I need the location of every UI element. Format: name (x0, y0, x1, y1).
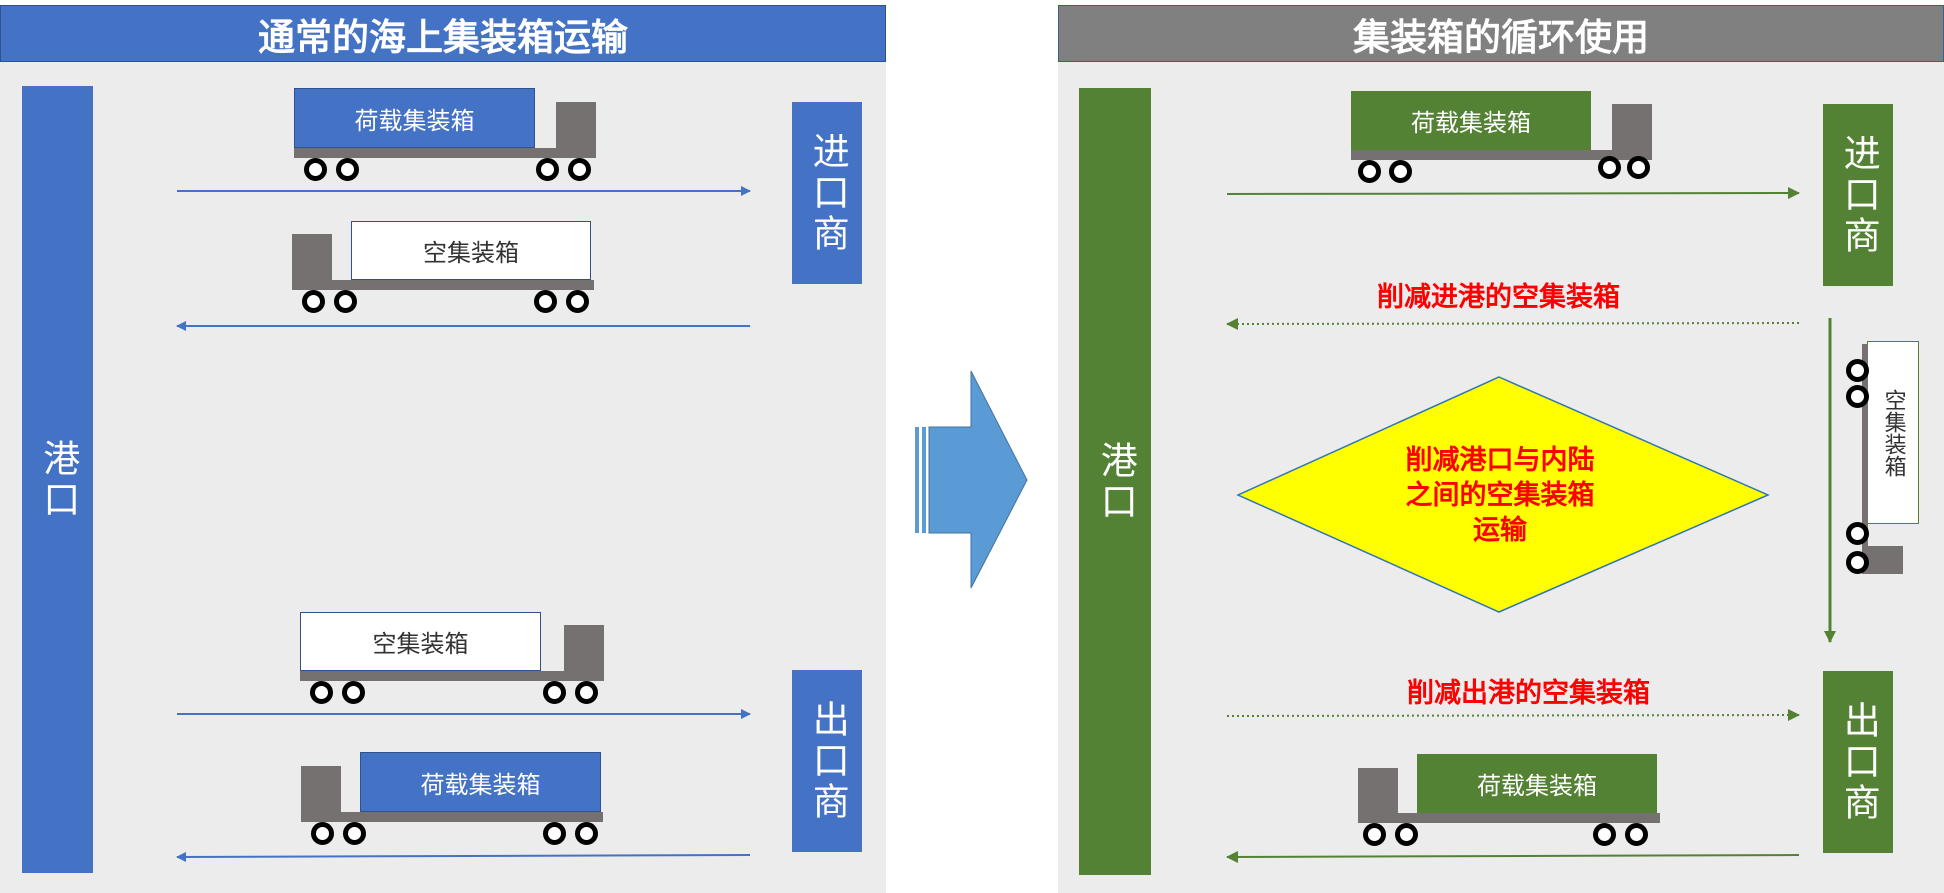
wheel (568, 158, 591, 181)
left-truck-4-chassis (301, 812, 603, 822)
wheel (311, 822, 334, 845)
wheel (1846, 551, 1869, 574)
wheel (1625, 823, 1648, 846)
right-arrow-outbound-dotted (1226, 709, 1800, 722)
right-panel-title: 集装箱的循环使用 (1058, 5, 1944, 62)
left-port-bar: 港口 (22, 86, 93, 873)
right-arrow-to-port (1226, 850, 1800, 863)
right-exporter-label: 出口商 (1837, 700, 1881, 824)
right-truck-bottom-container: 荷载集装箱 (1417, 754, 1657, 813)
right-port-label: 港口 (1094, 440, 1138, 523)
left-importer-bar: 进口商 (792, 102, 862, 284)
left-importer-label: 进口商 (806, 131, 850, 255)
wheel (1358, 160, 1381, 183)
note-reduce-outbound-empty: 削减出港的空集装箱 (1407, 678, 1650, 709)
right-truck-top-chassis (1351, 150, 1652, 160)
wheel (342, 681, 365, 704)
left-truck-2-container: 空集装箱 (351, 221, 591, 280)
diamond-text-line-2: 之间的空集装箱 (1406, 479, 1595, 511)
wheel (566, 290, 589, 313)
wheel (534, 290, 557, 313)
wheel (543, 681, 566, 704)
left-truck-2-chassis (292, 280, 594, 290)
right-exporter-bar: 出口商 (1823, 671, 1893, 853)
left-panel-title: 通常的海上集装箱运输 (0, 5, 886, 62)
wheel (310, 681, 333, 704)
wheel (1846, 385, 1869, 408)
wheel (1395, 823, 1418, 846)
right-truck-bottom-cab (1358, 768, 1398, 813)
wheel (575, 681, 598, 704)
wheel (1593, 823, 1616, 846)
left-exporter-bar: 出口商 (792, 670, 862, 852)
diamond-text-line-3: 运输 (1473, 514, 1528, 546)
left-truck-1-cab (556, 102, 596, 148)
right-arrow-to-importer (1226, 187, 1800, 200)
right-truck-vertical-chassis (1862, 344, 1868, 574)
left-arrow-to-port-loaded (176, 851, 751, 862)
right-truck-bottom-chassis (1358, 813, 1660, 823)
left-exporter-label: 出口商 (806, 699, 850, 823)
wheel (302, 290, 325, 313)
left-truck-3-container: 空集装箱 (300, 612, 541, 671)
wheel (536, 158, 559, 181)
left-truck-1-container: 荷载集装箱 (294, 88, 535, 148)
wheel (1846, 522, 1869, 545)
left-truck-4-cab (301, 766, 341, 812)
right-importer-label: 进口商 (1837, 133, 1881, 257)
right-port-bar: 港口 (1079, 88, 1151, 875)
note-reduce-inbound-empty: 削减进港的空集装箱 (1377, 282, 1620, 313)
wheel (1627, 156, 1650, 179)
left-truck-3-chassis (300, 671, 604, 681)
right-truck-vertical-cab (1867, 546, 1903, 574)
wheel (1363, 823, 1386, 846)
left-truck-2-cab (292, 234, 332, 280)
wheel (1598, 156, 1621, 179)
wheel (575, 822, 598, 845)
left-truck-3-cab (564, 625, 604, 671)
wheel (343, 822, 366, 845)
right-arrow-icon (915, 370, 1028, 589)
wheel (543, 822, 566, 845)
right-importer-bar: 进口商 (1823, 104, 1893, 286)
right-truck-vertical-label: 空集装箱 (1880, 388, 1906, 477)
left-port-label: 港口 (36, 438, 80, 521)
right-truck-top-container: 荷载集装箱 (1351, 91, 1591, 150)
wheel (304, 158, 327, 181)
right-truck-vertical-container: 空集装箱 (1867, 341, 1919, 524)
left-truck-1-chassis (294, 148, 596, 158)
right-arrow-inbound-dotted (1226, 317, 1800, 330)
right-truck-top-cab (1612, 104, 1652, 150)
left-truck-4-container: 荷载集装箱 (360, 752, 601, 812)
diamond-shape (1236, 376, 1770, 613)
wheel (1846, 359, 1869, 382)
diamond-text-line-1: 削减港口与内陆 (1406, 445, 1595, 476)
wheel (336, 158, 359, 181)
wheel (334, 290, 357, 313)
wheel (1389, 160, 1412, 183)
